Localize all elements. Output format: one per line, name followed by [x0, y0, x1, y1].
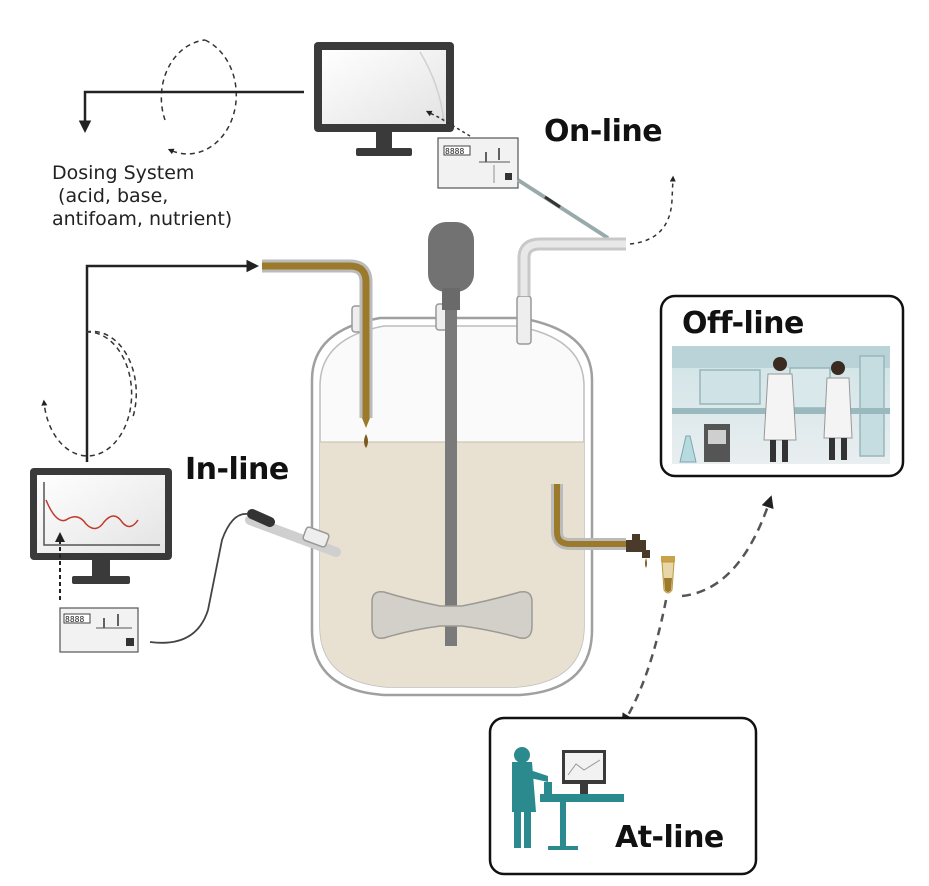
dosing-to-vessel-arrow — [85, 259, 259, 462]
trend-wave — [45, 499, 139, 530]
left-monitor — [30, 468, 172, 584]
dosing-line-2: (acid, base, — [52, 185, 169, 207]
inline-label: In-line — [185, 452, 289, 487]
top-controller-display: 8888 — [445, 147, 464, 156]
sample-to-atline-arrow — [621, 599, 668, 727]
exhaust-gas-tube — [517, 237, 626, 296]
lab-bench — [540, 794, 624, 802]
atline-panel — [488, 716, 758, 876]
top-feedback-loop-start — [160, 39, 206, 121]
controller-to-monitor-arrow — [425, 110, 471, 137]
offline-label: Off-line — [682, 306, 804, 341]
dosing-system-label: Dosing System (acid, base, antifoam, nut… — [52, 162, 232, 231]
scientist-2 — [823, 361, 853, 460]
scientist-1 — [763, 357, 797, 462]
inline-probe — [245, 509, 341, 557]
online-label: On-line — [544, 114, 663, 149]
inline-controller: 8888 — [59, 607, 139, 653]
sampling-port — [551, 484, 675, 594]
feed-inlet-tube — [262, 259, 373, 448]
offline-panel — [659, 294, 905, 478]
monitor-to-dosing-arrow — [78, 90, 304, 133]
top-feedback-loop — [167, 39, 238, 155]
left-feedback-loop-end — [85, 330, 137, 421]
top-monitor — [314, 42, 454, 156]
online-sensor-cable — [516, 178, 610, 240]
inline-controller-display: 8888 — [65, 615, 84, 624]
stirrer — [371, 222, 533, 646]
dosing-line-1: Dosing System — [52, 162, 195, 184]
dosing-line-3: antifoam, nutrient) — [52, 208, 233, 230]
inline-probe-cable — [149, 513, 249, 644]
sample-to-offline-arrow — [681, 495, 774, 598]
technician — [512, 747, 548, 848]
atline-label: At-line — [615, 820, 724, 855]
top-controller: 8888 — [437, 137, 519, 189]
left-feedback-loop — [41, 331, 133, 457]
atline-monitor — [562, 750, 606, 794]
online-arrow — [629, 175, 676, 245]
